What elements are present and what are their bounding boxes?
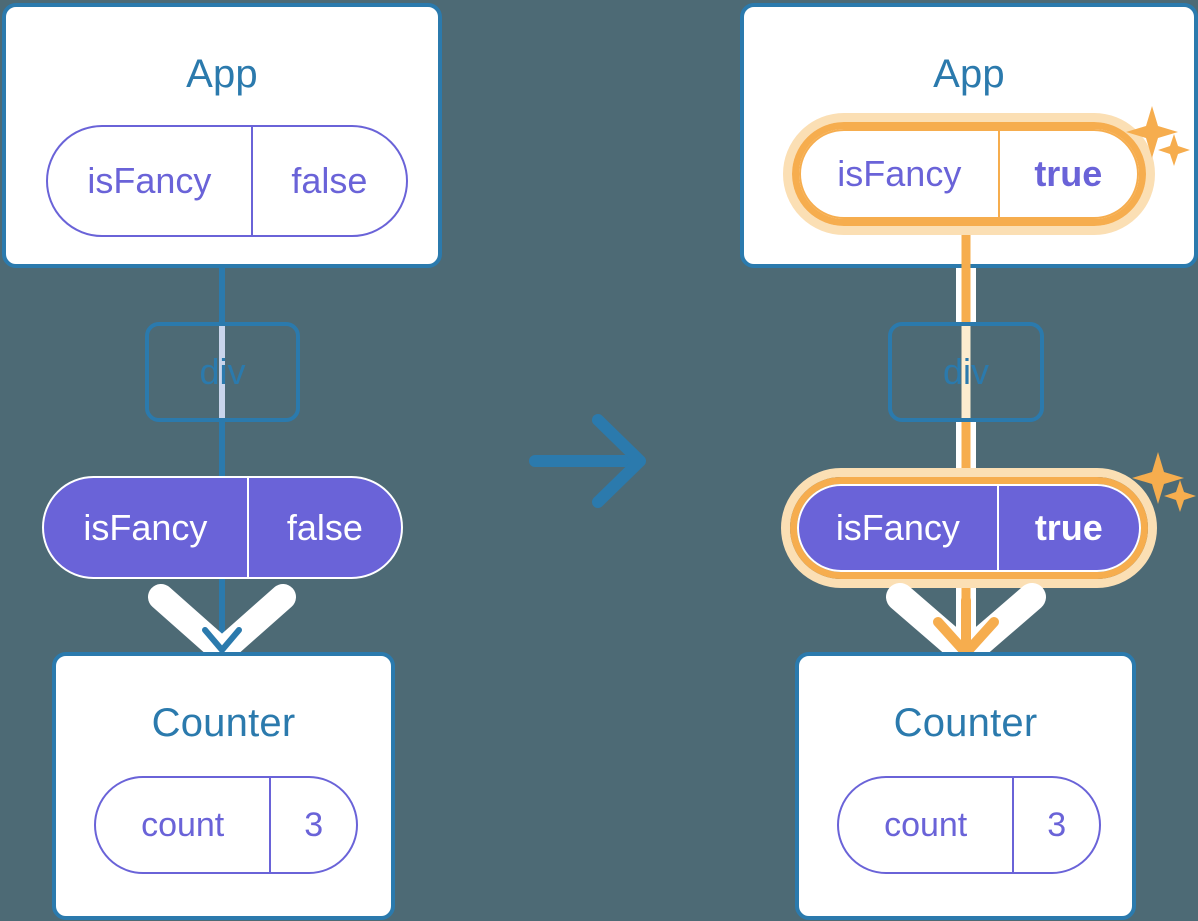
state-pill-key-after: isFancy [837, 153, 962, 194]
div-card-before [145, 322, 300, 422]
state-pill-isfancy-after: isFancy true [799, 129, 1139, 219]
prop-pill-value-after: true [996, 486, 1139, 570]
count-pill-value-before: 3 [269, 778, 356, 872]
prop-pill-key-after: isFancy [835, 507, 960, 548]
state-pill-count-before: count 3 [94, 776, 358, 874]
prop-pill-key-before: isFancy [83, 506, 208, 548]
div-card-title-after: div [942, 351, 990, 392]
state-pill-value-before: false [250, 127, 406, 235]
app-card-title-after: App [933, 52, 1005, 96]
counter-card-after: Counter count 3 [795, 652, 1136, 920]
app-card-title-before: App [186, 52, 258, 96]
count-pill-key-after: count [884, 805, 968, 844]
count-pill-value-after: 3 [1012, 778, 1099, 872]
count-pill-key-before: count [141, 805, 225, 844]
arrowhead-down-icon-before [202, 627, 242, 653]
div-card-after [888, 322, 1044, 422]
prop-pill-isfancy-after: isFancy true [797, 484, 1141, 572]
state-pill-key-before: isFancy [87, 160, 212, 201]
counter-card-title-before: Counter [151, 701, 296, 745]
state-pill-isfancy-before: isFancy false [46, 125, 408, 237]
prop-pill-isfancy-before: isFancy false [42, 476, 403, 579]
arrow-right-icon [529, 414, 646, 508]
state-pill-count-after: count 3 [837, 776, 1101, 874]
state-pill-value-after: true [997, 131, 1137, 217]
counter-card-before: Counter count 3 [52, 652, 395, 920]
app-card-before: App isFancy false [2, 3, 442, 268]
div-card-title-before: div [199, 351, 246, 392]
counter-card-title-after: Counter [893, 701, 1038, 745]
prop-pill-value-before: false [246, 478, 401, 577]
